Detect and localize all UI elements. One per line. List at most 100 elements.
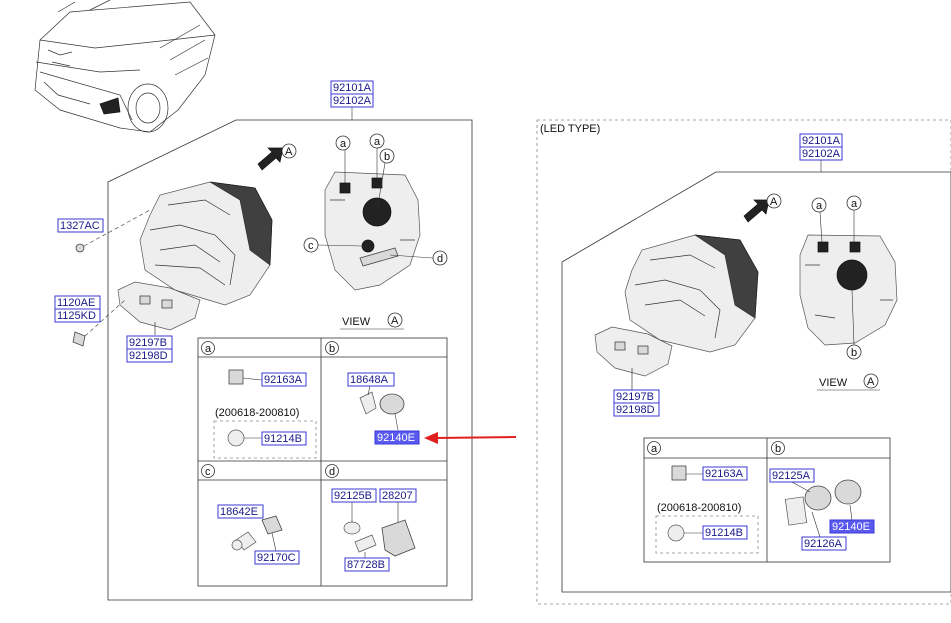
pn-socket-92163a-left[interactable]: 92163A xyxy=(261,372,307,387)
svg-text:b: b xyxy=(329,343,335,355)
pn-headlamp-rh-right[interactable]: 92102A xyxy=(799,146,843,161)
svg-text:92198D: 92198D xyxy=(129,350,168,362)
socket-part xyxy=(228,369,244,385)
detail-grid-right xyxy=(643,437,891,563)
svg-text:A: A xyxy=(285,146,293,158)
module-part xyxy=(381,519,416,557)
callout-a-1: a xyxy=(335,135,351,151)
svg-text:92140E: 92140E xyxy=(832,521,870,533)
svg-text:VIEW: VIEW xyxy=(342,316,371,328)
headlamp-assembly-left xyxy=(139,181,273,306)
svg-text:92126A: 92126A xyxy=(804,538,843,550)
bolt-icon xyxy=(72,331,86,347)
view-arrow-left: A xyxy=(257,143,297,171)
bracket-right xyxy=(594,326,673,390)
svg-text:91214B: 91214B xyxy=(705,527,743,539)
svg-text:a: a xyxy=(374,136,381,148)
svg-text:92101A: 92101A xyxy=(333,82,372,94)
svg-text:18642E: 18642E xyxy=(220,506,258,518)
pn-gasket-92125b[interactable]: 92125B xyxy=(331,488,377,503)
svg-text:92170C: 92170C xyxy=(257,552,296,564)
svg-text:a: a xyxy=(340,138,347,150)
bolt-icon xyxy=(75,243,85,253)
svg-text:b: b xyxy=(384,151,390,163)
callout-a-r1: a xyxy=(811,197,827,213)
bulb-part xyxy=(359,391,377,415)
pn-cap-92125a[interactable]: 92125A xyxy=(769,468,815,483)
pn-headlamp-rh-left[interactable]: 92102A xyxy=(330,93,374,108)
pn-socket-92170c[interactable]: 92170C xyxy=(254,550,300,565)
svg-text:87728B: 87728B xyxy=(347,559,385,571)
svg-text:92125A: 92125A xyxy=(772,470,811,482)
svg-text:A: A xyxy=(770,196,778,208)
grid-header-a-left: a xyxy=(201,341,215,355)
svg-text:d: d xyxy=(329,466,335,478)
pn-bolt-1327ac[interactable]: 1327AC xyxy=(57,218,104,233)
pn-bulb-91214b-right[interactable]: 91214B xyxy=(702,525,748,540)
pn-bulb-91214b-left[interactable]: 91214B xyxy=(261,431,307,446)
svg-text:a: a xyxy=(816,200,823,212)
led-type-label: (LED TYPE) xyxy=(540,123,600,135)
pn-bulb-18642e[interactable]: 18642E xyxy=(217,504,264,519)
svg-text:a: a xyxy=(205,343,212,355)
pn-socket-92163a-right[interactable]: 92163A xyxy=(702,466,748,481)
svg-text:92197B: 92197B xyxy=(129,337,167,349)
detail-grid-left xyxy=(197,337,448,587)
pn-bolt-1125kd[interactable]: 1125KD xyxy=(54,308,101,323)
grid-header-d-left: d xyxy=(325,464,339,478)
cap-part xyxy=(379,393,405,415)
svg-text:b: b xyxy=(851,347,857,359)
headlamp-assembly-right xyxy=(624,234,759,353)
svg-text:c: c xyxy=(308,240,314,252)
main-frame-left xyxy=(107,119,473,601)
grid-header-b-left: b xyxy=(325,341,339,355)
bulb-part xyxy=(667,524,685,542)
socket-part xyxy=(261,515,283,535)
callout-a-r2: a xyxy=(846,195,862,211)
callout-d: d xyxy=(432,250,448,266)
date-range-right: (200618-200810) xyxy=(657,502,741,514)
svg-text:92140E: 92140E xyxy=(377,432,415,444)
gasket-part xyxy=(343,521,361,535)
date-range-left: (200618-200810) xyxy=(215,407,299,419)
grid-header-a-right: a xyxy=(647,441,661,455)
callout-b-r: b xyxy=(846,344,862,360)
svg-text:A: A xyxy=(391,315,399,327)
svg-text:1120AE: 1120AE xyxy=(57,297,95,309)
pn-bracket-lh-left[interactable]: 92197B xyxy=(126,335,173,350)
svg-text:a: a xyxy=(851,198,858,210)
pn-bulb-18648a[interactable]: 18648A xyxy=(347,372,395,387)
gasket-part xyxy=(784,496,808,526)
pn-bracket-lh-right[interactable]: 92197B xyxy=(613,389,660,404)
pn-module-28207[interactable]: 28207 xyxy=(379,488,417,503)
view-label-left: VIEW A xyxy=(340,312,404,330)
pn-cap-92140e-right[interactable]: 92140E xyxy=(829,519,875,534)
svg-text:1125KD: 1125KD xyxy=(57,310,96,322)
svg-text:92163A: 92163A xyxy=(705,468,744,480)
pn-bolt-1120ae[interactable]: 1120AE xyxy=(54,295,101,310)
pn-cap-92140e-left[interactable]: 92140E xyxy=(374,430,420,445)
svg-text:92198D: 92198D xyxy=(616,404,655,416)
svg-text:c: c xyxy=(205,466,211,478)
svg-text:d: d xyxy=(437,253,443,265)
svg-text:VIEW: VIEW xyxy=(819,377,848,389)
view-arrow-right: A xyxy=(743,193,782,223)
pn-bracket-rh-left[interactable]: 92198D xyxy=(126,348,173,363)
pn-gasket-92126a[interactable]: 92126A xyxy=(801,536,847,551)
svg-text:92125B: 92125B xyxy=(334,490,372,502)
svg-text:b: b xyxy=(775,443,781,455)
pn-headlamp-lh-right[interactable]: 92101A xyxy=(799,133,843,148)
cap-part xyxy=(804,485,832,511)
socket-part xyxy=(671,465,687,481)
svg-text:92197B: 92197B xyxy=(616,391,654,403)
grid-header-b-right: b xyxy=(771,441,785,455)
pn-headlamp-lh-left[interactable]: 92101A xyxy=(330,80,374,95)
svg-text:a: a xyxy=(651,443,658,455)
pn-bracket-rh-right[interactable]: 92198D xyxy=(613,402,660,417)
svg-text:92101A: 92101A xyxy=(802,135,841,147)
view-label-right: VIEW A xyxy=(817,373,880,391)
led-type-frame xyxy=(536,119,951,605)
pn-cover-87728b[interactable]: 87728B xyxy=(344,557,390,572)
